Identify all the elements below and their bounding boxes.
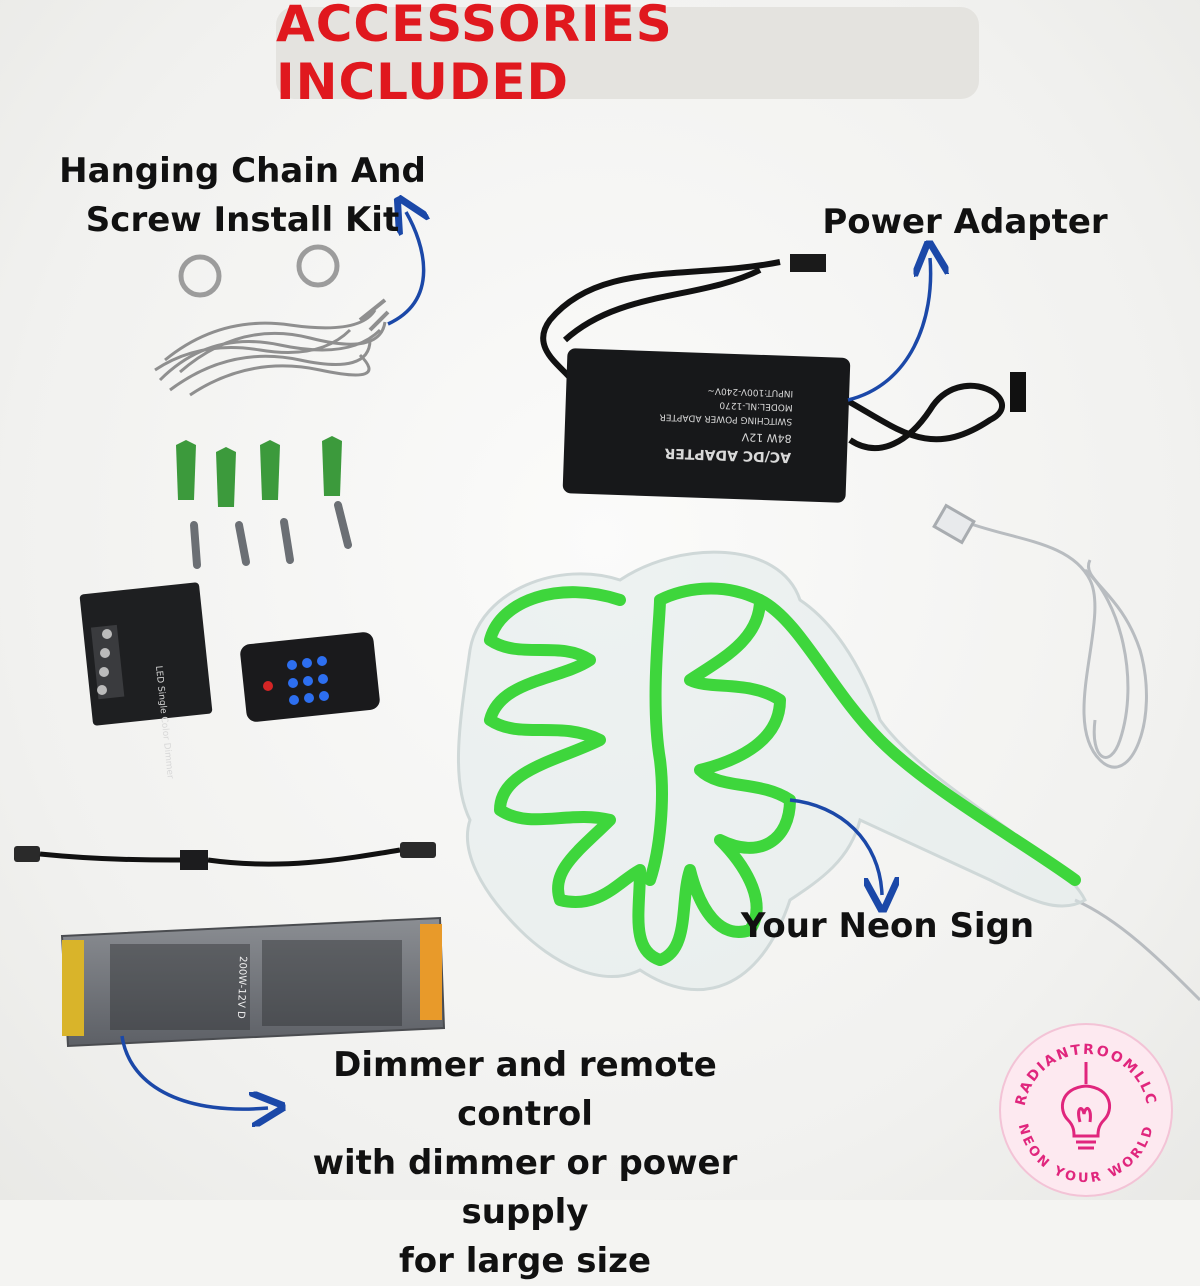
screw-2 <box>235 521 250 566</box>
dimmer-label: Dimmer and remote control with dimmer or… <box>265 1041 785 1286</box>
key-ring-right <box>296 244 340 288</box>
power-adapter-label: Power Adapter <box>822 202 1108 242</box>
screw-1 <box>190 521 201 569</box>
screw-4 <box>334 501 352 549</box>
chain-kit-label-line1: Hanging Chain And <box>59 151 426 191</box>
wall-anchor-2 <box>216 447 236 507</box>
callout-arrows <box>120 212 931 1109</box>
arrow-chain-kit <box>387 212 424 326</box>
wall-anchor-4 <box>322 436 342 496</box>
adapter-model: MODEL:NL-1270 <box>719 399 793 412</box>
title-banner: ACCESSORIES INCLUDED <box>276 0 979 111</box>
dimmer-label-line1: Dimmer and remote control <box>333 1045 717 1134</box>
inline-dimmer-cable <box>14 842 436 870</box>
chain-kit-label-line2: Screw Install Kit <box>85 200 400 240</box>
wall-anchor-1 <box>176 440 196 500</box>
power-supply: 200W-12V D <box>60 916 446 1048</box>
neon-sign-label: Your Neon Sign <box>740 906 1035 946</box>
neon-sign <box>456 550 1087 992</box>
wall-anchors <box>176 436 342 507</box>
hanging-chain <box>154 298 390 397</box>
key-ring-left <box>178 254 222 298</box>
adapter-type: SWITCHING POWER ADAPTER <box>659 411 792 426</box>
screw-3 <box>280 518 294 564</box>
adapter-rating: 84W 12V <box>741 430 792 445</box>
power-supply-label: 200W-12V D <box>235 956 248 1019</box>
dimmer-label-line2: with dimmer or power supply <box>312 1143 738 1232</box>
radiantroom-logo: RADIANTROOMLLC NEON YOUR WORLD <box>999 1023 1173 1197</box>
wall-anchor-3 <box>260 440 280 500</box>
screws <box>190 501 352 569</box>
lightbulb-icon <box>1060 1062 1112 1150</box>
clear-cable <box>932 503 1200 1002</box>
key-rings <box>178 244 340 298</box>
power-adapter: AC/DC ADAPTER 84W 12V SWITCHING POWER AD… <box>540 254 1026 503</box>
arrow-power-adapter <box>847 258 931 402</box>
adapter-input: INPUT:100V-240V~ <box>707 385 793 398</box>
arrow-dimmer <box>120 1035 268 1109</box>
adapter-title: AC/DC ADAPTER <box>664 445 791 465</box>
accessories-illustration: LED Single Color Dimmer AC/DC ADAPTER 84… <box>14 0 1200 1200</box>
chain-kit-label: Hanging Chain And Screw Install Kit <box>50 147 435 245</box>
banner-title: ACCESSORIES INCLUDED <box>276 0 673 111</box>
dimmer-box: LED Single Color Dimmer <box>79 582 213 780</box>
remote-control <box>240 632 380 722</box>
dimmer-label-line3: for large size <box>398 1241 652 1281</box>
arrow-neon-sign <box>789 798 882 895</box>
